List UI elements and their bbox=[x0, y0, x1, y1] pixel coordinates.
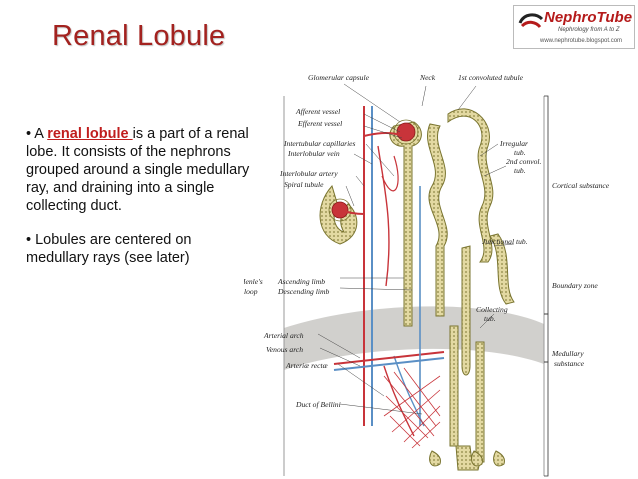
label-henles: Henle's bbox=[244, 277, 263, 286]
nephrotube-logo[interactable]: NephroTube Nephrology from A to Z www.ne… bbox=[513, 5, 635, 49]
bullet-text: is a part of a renal lobe. It consists o… bbox=[26, 126, 250, 214]
bullet-renal-lobule: • A renal lobule is a part of a renal lo… bbox=[26, 125, 251, 215]
logo-swoosh-icon bbox=[518, 13, 544, 29]
label-neck: Neck bbox=[419, 73, 436, 82]
label-arterial-arch: Arterial arch bbox=[263, 331, 304, 340]
slide-title: Renal Lobule bbox=[52, 20, 226, 52]
vasa-recta-network bbox=[383, 367, 441, 449]
label-substance: substance bbox=[554, 359, 585, 368]
label-second-convoluted: 2nd convol. bbox=[506, 157, 542, 166]
label-collecting: Collecting bbox=[476, 305, 508, 314]
renal-lobule-diagram: Glomerular capsule Neck 1st convoluted t… bbox=[244, 73, 610, 477]
label-collecting-tub: tub. bbox=[484, 314, 496, 323]
label-boundary-zone: Boundary zone bbox=[552, 281, 598, 290]
label-spiral-tubule: Spiral tubule bbox=[284, 180, 324, 189]
label-cortical-substance: Cortical substance bbox=[552, 181, 610, 190]
lobule-outline bbox=[283, 96, 545, 476]
label-ascending-limb: Ascending limb bbox=[277, 277, 325, 286]
diagram-labels: Glomerular capsule Neck 1st convoluted t… bbox=[244, 73, 610, 409]
bullet-prefix: • A bbox=[26, 126, 48, 142]
label-junctional-tub: Junctional tub. bbox=[482, 237, 528, 246]
label-arteriae-rectae: Arteriæ rectæ bbox=[285, 361, 328, 370]
label-first-convoluted-tubule: 1st convoluted tubule bbox=[458, 73, 524, 82]
logo-url: www.nephrotube.blogspot.com bbox=[540, 38, 623, 44]
label-descending-limb: Descending limb bbox=[277, 287, 329, 296]
label-irregular: Irregular bbox=[499, 139, 528, 148]
boundary-zone-band bbox=[284, 306, 544, 370]
label-medullary: Medullary bbox=[551, 349, 584, 358]
label-second-convoluted-tub: tub. bbox=[514, 166, 526, 175]
label-duct-of-bellini: Duct of Bellini bbox=[295, 400, 341, 409]
renal-lobule-highlight: renal lobule bbox=[47, 126, 133, 142]
label-glomerular-capsule: Glomerular capsule bbox=[308, 73, 370, 82]
slide-body: • A renal lobule is a part of a renal lo… bbox=[26, 125, 251, 267]
label-interlobular-artery: Interlobular artery bbox=[279, 169, 338, 178]
blood-vessels bbox=[333, 106, 445, 437]
label-loop: loop bbox=[244, 287, 258, 296]
logo-tagline: Nephrology from A to Z bbox=[558, 27, 620, 33]
tubules bbox=[319, 108, 515, 471]
label-intertubular-capillaries: Intertubular capillaries bbox=[283, 139, 356, 148]
leader-lines bbox=[317, 83, 515, 415]
label-interlobular-vein: Interlobular vein bbox=[287, 149, 340, 158]
label-venous-arch: Venous arch bbox=[266, 345, 303, 354]
label-afferent-vessel: Afferent vessel bbox=[295, 107, 340, 116]
zone-brackets bbox=[544, 95, 549, 477]
label-irregular-tub: tub. bbox=[514, 148, 526, 157]
logo-name: NephroTube bbox=[544, 9, 633, 26]
bullet-medullary-rays: • Lobules are centered on medullary rays… bbox=[26, 232, 192, 266]
label-efferent-vessel: Efferent vessel bbox=[297, 119, 342, 128]
